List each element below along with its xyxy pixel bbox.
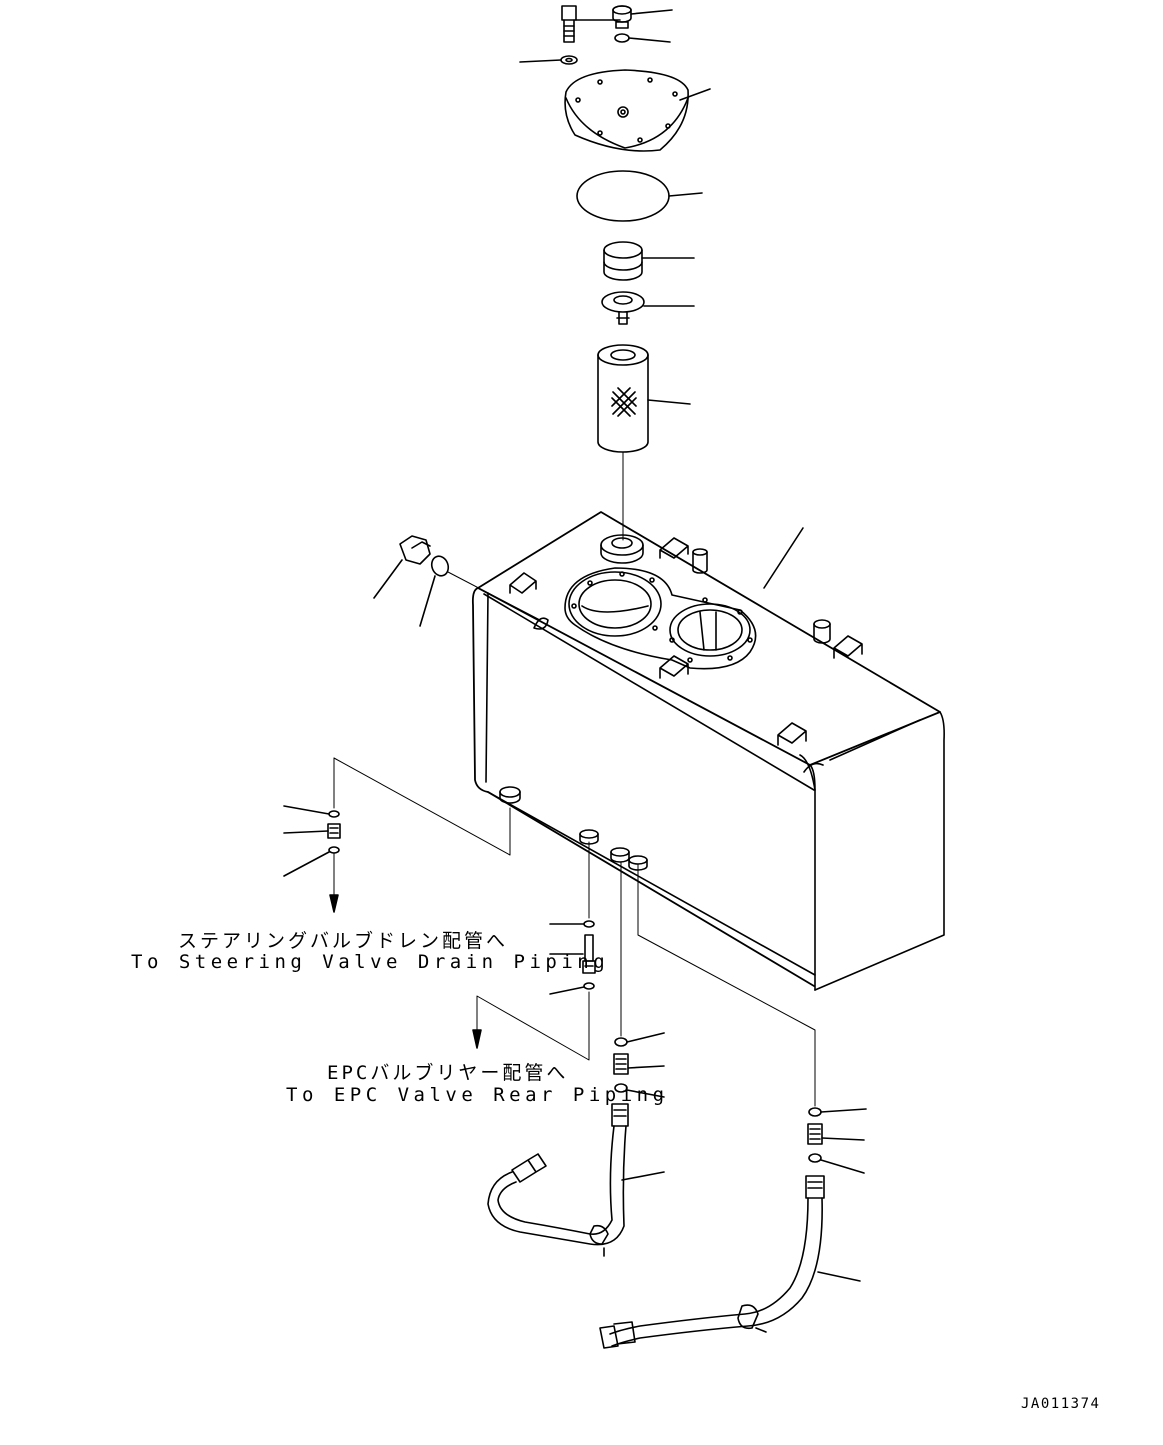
o-ring (584, 921, 594, 927)
drawing-code: JA011374 (1021, 1396, 1101, 1412)
leader-line (622, 1172, 664, 1180)
tank-collar (601, 535, 643, 563)
tank-boss (611, 848, 629, 862)
connector-elbow (583, 935, 595, 973)
union-fitting (614, 1054, 628, 1074)
leader-line (648, 400, 690, 404)
epc-rear-label-en: To EPC Valve Rear Piping (286, 1084, 669, 1106)
epc-rear-label-jp: EPCバルブリヤー配管へ (327, 1062, 569, 1084)
tank-boss (500, 787, 520, 803)
leader-line (669, 193, 702, 196)
leader-line (680, 89, 710, 100)
leader-line (627, 1090, 664, 1097)
hydraulic-tank (473, 512, 944, 990)
leader-line (284, 852, 329, 876)
strainer-cap (602, 292, 644, 324)
leader-line (284, 831, 328, 833)
bolt (562, 6, 576, 42)
o-ring (615, 1038, 627, 1046)
arrow-down (330, 895, 338, 912)
leader-line (821, 1109, 866, 1112)
o-ring (809, 1154, 821, 1162)
o-ring (329, 811, 339, 817)
union-fitting (808, 1124, 822, 1144)
tank-boss (693, 549, 707, 573)
leader-line (550, 987, 584, 994)
arrow-down (473, 1030, 481, 1048)
leader-line (627, 1033, 664, 1042)
o-ring (584, 983, 594, 989)
fitting-path (477, 842, 589, 1060)
filter-element (598, 345, 648, 452)
washer (561, 56, 577, 64)
leader-line (631, 10, 672, 14)
union-fitting (328, 824, 340, 838)
tank-flange (565, 568, 756, 669)
leader-line (629, 38, 670, 42)
steering-drain-label-jp: ステアリングバルブドレン配管へ (178, 930, 509, 952)
leader-line (628, 1066, 664, 1068)
leader-line (818, 1272, 860, 1281)
fitting-path (638, 864, 815, 1106)
plug (613, 6, 631, 28)
leader-line (764, 528, 803, 588)
fitting-path (334, 758, 510, 855)
o-ring (615, 1084, 627, 1092)
assembly-axis (448, 572, 540, 620)
bracket (660, 656, 688, 678)
leader-line (420, 576, 435, 626)
tank-cover (565, 70, 688, 151)
port-outline (534, 618, 548, 629)
gasket (577, 171, 669, 221)
o-ring (809, 1108, 821, 1116)
drain-plug (400, 536, 430, 564)
collar (604, 242, 642, 280)
hydraulic-hose (600, 1176, 824, 1348)
o-ring (329, 847, 339, 853)
o-ring (429, 554, 451, 578)
bracket (778, 723, 806, 745)
bracket (834, 636, 862, 658)
leader-line (822, 1138, 864, 1140)
leader-line (374, 560, 402, 598)
leader-line (520, 60, 561, 62)
leader-line (821, 1160, 864, 1173)
tank-boss (814, 620, 830, 643)
bracket (510, 573, 536, 593)
bracket (660, 538, 688, 558)
steering-drain-label-en: To Steering Valve Drain Piping (131, 951, 610, 973)
leader-line (284, 806, 329, 814)
hydraulic-hose (488, 1104, 628, 1256)
o-ring (615, 34, 629, 42)
